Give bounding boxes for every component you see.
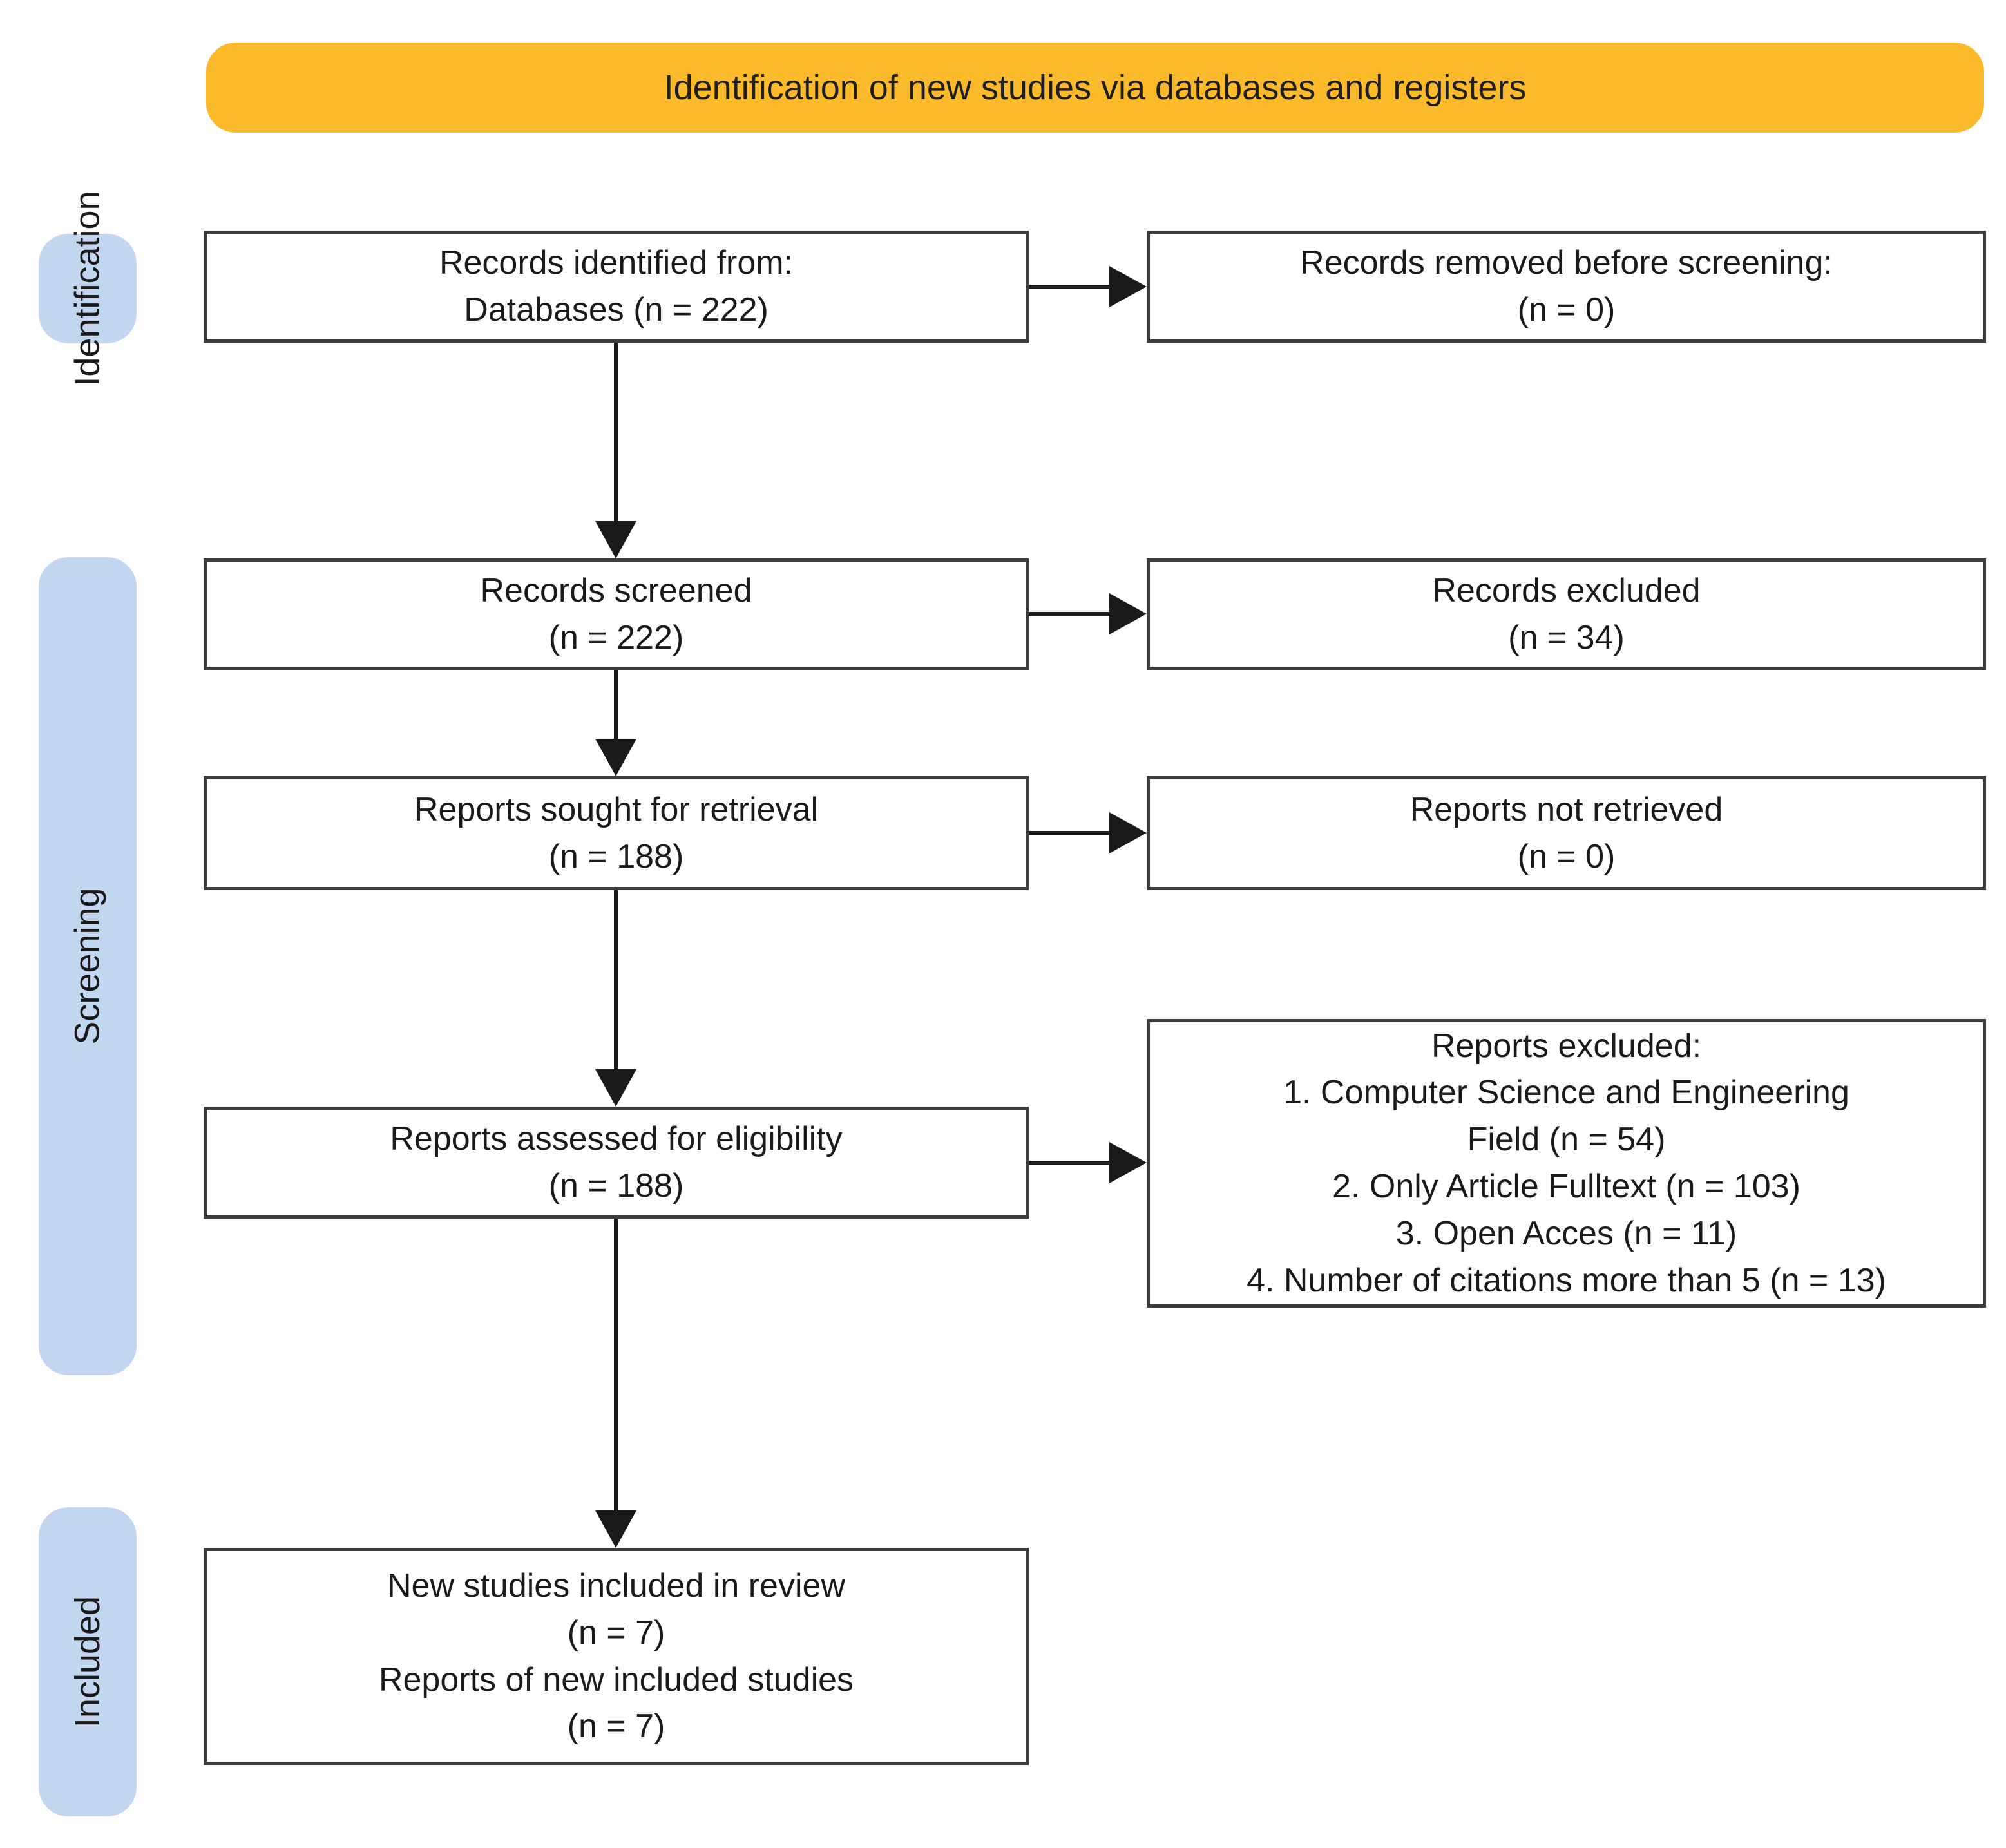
records-screened-box: Records screened (n = 222) <box>204 558 1029 670</box>
box-line: (n = 0) <box>1517 837 1616 875</box>
records-removed-box: Records removed before screening: (n = 0… <box>1147 231 1986 343</box>
new-studies-included-box: New studies included in review (n = 7) R… <box>204 1548 1029 1765</box>
box-line: (n = 188) <box>548 1167 684 1205</box>
box-line: Field (n = 54) <box>1467 1121 1666 1159</box>
box-line: 1. Computer Science and Engineering <box>1283 1074 1849 1112</box>
stage-pill-included <box>39 1507 137 1816</box>
box-line: (n = 188) <box>548 837 684 875</box>
box-line: Records removed before screening: <box>1300 244 1833 282</box>
box-line: Records screened <box>480 571 752 609</box>
box-line: Reports sought for retrieval <box>414 790 819 828</box>
arrowhead-identified-to-removed <box>1109 266 1147 307</box>
box-line: (n = 7) <box>567 1708 665 1746</box>
arrowhead-screened-to-excluded <box>1109 593 1147 634</box>
reports-not-retrieved-box: Reports not retrieved (n = 0) <box>1147 776 1986 890</box>
arrowhead-identified-to-screened <box>595 521 636 558</box>
box-line: 3. Open Acces (n = 11) <box>1395 1214 1737 1252</box>
box-line: New studies included in review <box>387 1567 845 1605</box>
reports-sought-box: Reports sought for retrieval (n = 188) <box>204 776 1029 890</box>
arrowhead-assessed-to-excluded-reasons <box>1109 1142 1147 1183</box>
arrowhead-screened-to-sought <box>595 739 636 776</box>
box-line: Databases (n = 222) <box>464 291 769 329</box>
reports-excluded-reasons-box: Reports excluded: 1. Computer Science an… <box>1147 1019 1986 1308</box>
box-line: Records identified from: <box>439 244 794 282</box>
arrowhead-assessed-to-included <box>595 1510 636 1548</box>
box-line: Reports assessed for eligibility <box>390 1120 843 1158</box>
box-line: 4. Number of citations more than 5 (n = … <box>1247 1261 1886 1299</box>
box-line: (n = 34) <box>1508 618 1625 656</box>
box-line: (n = 0) <box>1517 291 1616 329</box>
arrowhead-sought-to-assessed <box>595 1069 636 1107</box>
box-line: (n = 7) <box>567 1614 665 1652</box>
reports-assessed-box: Reports assessed for eligibility (n = 18… <box>204 1107 1029 1219</box>
box-line: Reports of new included studies <box>378 1661 854 1699</box>
diagram-title: Identification of new studies via databa… <box>664 68 1527 107</box>
box-line: 2. Only Article Fulltext (n = 103) <box>1332 1168 1801 1205</box>
records-identified-box: Records identified from: Databases (n = … <box>204 231 1029 343</box>
stage-pill-identification <box>39 234 137 343</box>
box-line: Reports not retrieved <box>1409 790 1723 828</box>
diagram-title-banner: Identification of new studies via databa… <box>206 43 1984 133</box>
records-excluded-box: Records excluded (n = 34) <box>1147 558 1986 670</box>
arrowhead-sought-to-not-retrieved <box>1109 812 1147 853</box>
box-line: Reports excluded: <box>1431 1027 1702 1065</box>
box-line: (n = 222) <box>548 618 684 656</box>
box-line: Records excluded <box>1432 571 1701 609</box>
stage-pill-screening <box>39 557 137 1375</box>
